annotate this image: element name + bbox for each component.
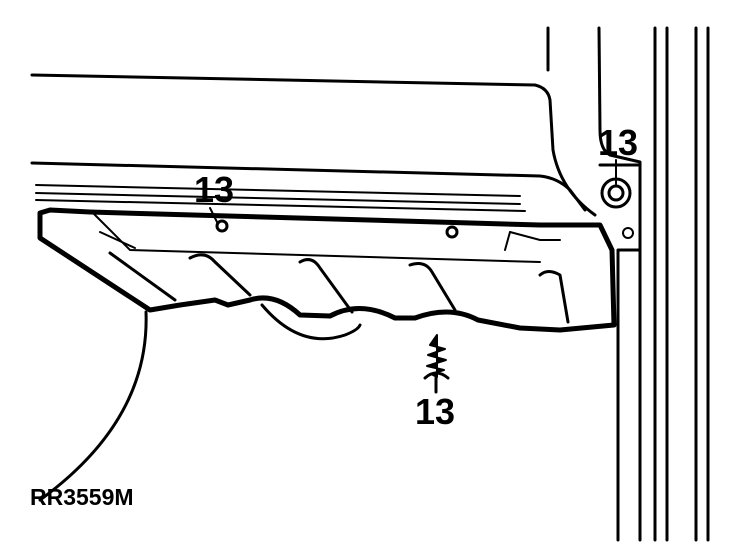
callout-leaders <box>209 159 617 225</box>
callout-fastener: 13 <box>415 391 455 432</box>
sill-moulding <box>37 207 617 333</box>
screw-icon <box>423 334 450 394</box>
callout-upper-right: 13 <box>598 122 638 163</box>
door-frame <box>597 26 710 542</box>
figure-reference-code: RR3559M <box>30 484 134 510</box>
door-outline <box>30 26 597 217</box>
pillar-fixing <box>600 177 634 239</box>
wheel-curve <box>38 303 362 502</box>
callout-upper-left: 13 <box>194 169 234 210</box>
